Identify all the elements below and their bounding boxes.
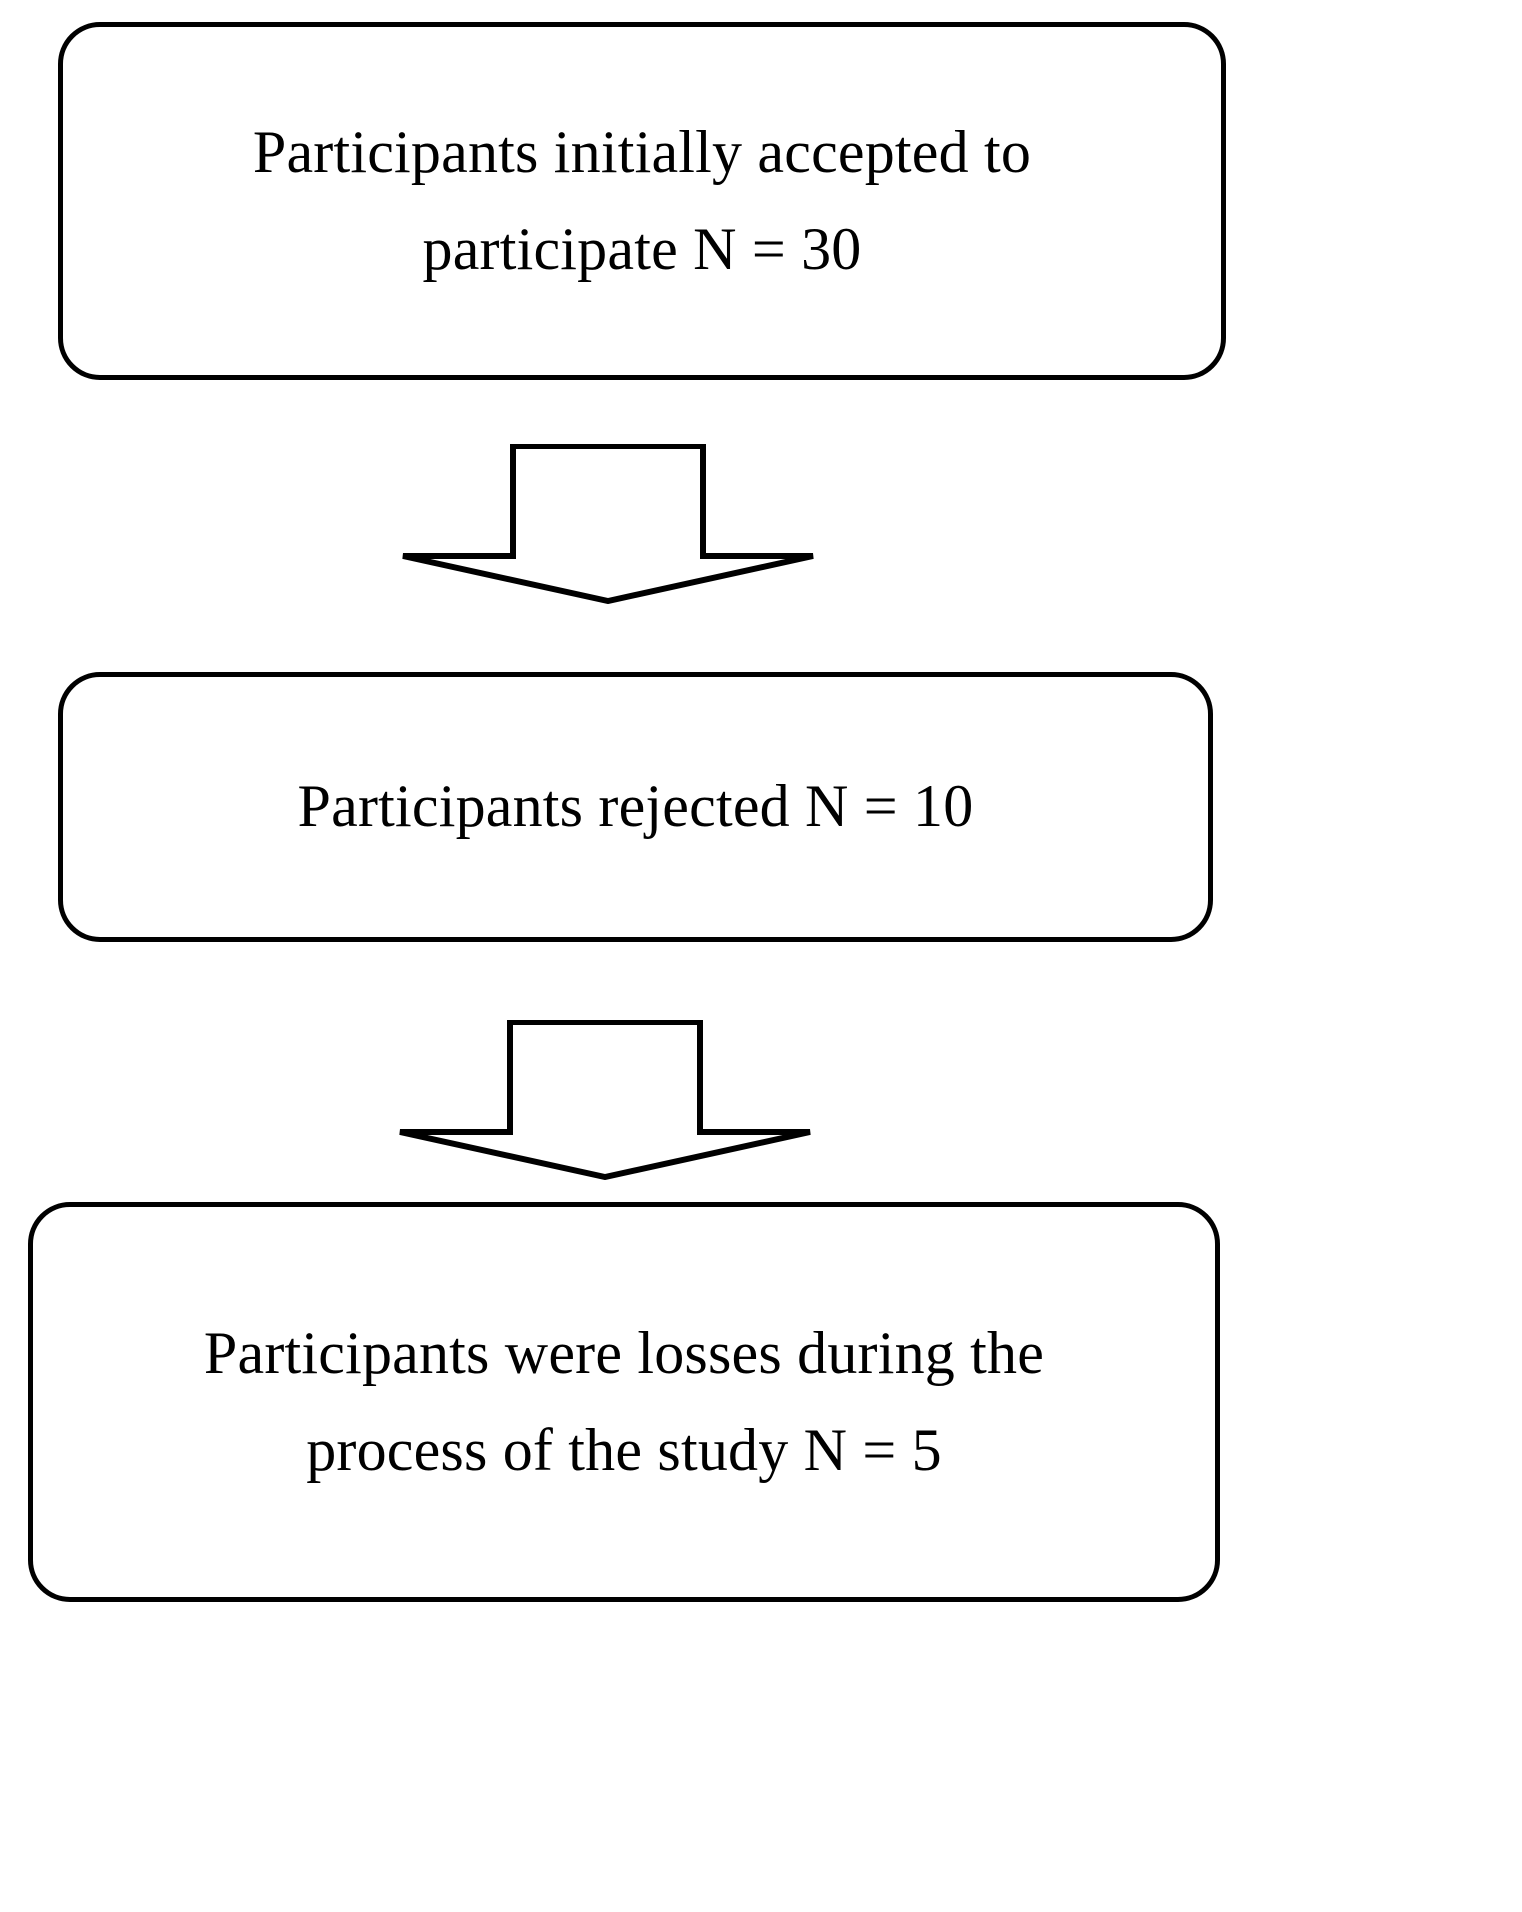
arrow-accepted-to-rejected	[398, 444, 818, 604]
node-participants-accepted: Participants initially accepted to parti…	[58, 22, 1226, 380]
node-participants-losses: Participants were losses during the proc…	[28, 1202, 1220, 1602]
arrow-rejected-to-losses	[398, 1020, 818, 1180]
node-accepted-line-2: participate N = 30	[422, 216, 862, 282]
node-participants-rejected: Participants rejected N = 10	[58, 672, 1213, 942]
node-accepted-line-1: Participants initially accepted to	[252, 118, 1032, 185]
node-losses-line-1: Participants were losses during the	[203, 1319, 1045, 1386]
node-losses-line-2: process of the study N = 5	[306, 1417, 942, 1483]
node-rejected-line-1: Participants rejected N = 10	[297, 773, 974, 840]
